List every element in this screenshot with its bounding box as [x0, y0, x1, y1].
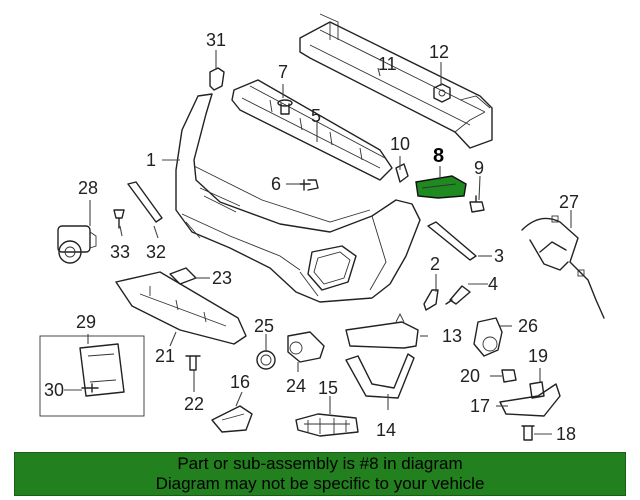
part-11-bumper-reinforcement[interactable] [299, 13, 493, 149]
part-8-bracket-highlighted[interactable] [415, 175, 467, 199]
part-5-energy-absorber[interactable] [231, 79, 393, 181]
callout-12: 12 [429, 42, 449, 62]
leader-lines [64, 50, 572, 435]
part-4-pin[interactable] [445, 285, 471, 305]
part-29-plate-group[interactable] [39, 335, 145, 417]
part-19-fastener[interactable] [529, 381, 545, 399]
part-20-nut[interactable] [501, 369, 517, 383]
part-6-screw[interactable] [299, 179, 319, 191]
callout-15: 15 [318, 378, 338, 398]
callout-30: 30 [44, 380, 64, 400]
callout-26: 26 [518, 316, 538, 336]
part-2-mount[interactable] [423, 289, 439, 311]
caption-line-2: Diagram may not be specific to your vehi… [155, 474, 485, 493]
callout-22: 22 [184, 394, 204, 414]
part-31-bracket[interactable] [209, 67, 225, 91]
part-16-lamp-bezel[interactable] [211, 405, 253, 433]
part-18-bolt[interactable] [521, 425, 535, 441]
part-23-bracket[interactable] [169, 267, 197, 285]
callout-23: 23 [212, 268, 232, 288]
callout-11: 11 [378, 54, 397, 74]
part-33-clip[interactable] [113, 209, 125, 229]
callout-14: 14 [376, 420, 396, 440]
part-21-undertray[interactable] [115, 271, 247, 345]
part-30-screw[interactable] [81, 383, 99, 393]
part-3-trim-strip[interactable] [427, 221, 477, 261]
callout-18: 18 [556, 424, 576, 444]
callout-6: 6 [271, 174, 281, 194]
part-14-shield[interactable] [345, 353, 415, 399]
callout-labels: 31 7 5 1 11 12 10 6 8 9 27 3 4 2 28 33 3… [44, 30, 579, 444]
callout-24: 24 [286, 376, 306, 396]
callout-2: 2 [430, 254, 440, 274]
callout-27: 27 [559, 192, 579, 212]
part-22-clip[interactable] [185, 355, 201, 371]
part-7-clip[interactable] [277, 99, 293, 115]
callout-32: 32 [146, 242, 166, 262]
callout-31: 31 [206, 30, 226, 50]
callout-1: 1 [146, 150, 156, 170]
caption-line-1: Part or sub-assembly is #8 in diagram [177, 454, 463, 473]
callout-16: 16 [230, 372, 250, 392]
part-32-strip[interactable] [127, 181, 163, 223]
callout-33: 33 [110, 242, 130, 262]
callout-8-highlighted: 8 [433, 145, 444, 167]
part-15-grille[interactable] [295, 413, 359, 437]
callout-20: 20 [460, 366, 480, 386]
callout-7: 7 [278, 62, 288, 82]
part-17-bracket[interactable] [499, 383, 561, 417]
callout-21: 21 [155, 346, 175, 366]
part-1-bumper-cover[interactable] [175, 93, 421, 303]
part-10-bracket[interactable] [395, 163, 409, 183]
part-28-camera[interactable] [57, 225, 97, 264]
callout-29: 29 [76, 312, 96, 332]
callout-28: 28 [78, 178, 98, 198]
part-24-sensor[interactable] [287, 331, 325, 363]
part-27-wiring-harness[interactable] [521, 215, 605, 319]
callout-13: 13 [442, 326, 462, 346]
part-26-sensor[interactable] [473, 317, 503, 357]
part-13-bracket[interactable] [345, 312, 419, 349]
part-9-bolt[interactable] [469, 195, 485, 213]
callout-10: 10 [390, 134, 410, 154]
callout-3: 3 [494, 246, 504, 266]
parts-diagram: 31 7 5 1 11 12 10 6 8 9 27 3 4 2 28 33 3… [39, 13, 605, 444]
part-25-ring[interactable] [256, 350, 276, 370]
callout-25: 25 [254, 316, 274, 336]
caption-bar: Part or sub-assembly is #8 in diagram Di… [14, 452, 626, 496]
part-12-nut[interactable] [433, 83, 451, 103]
part-8-shape [415, 175, 467, 199]
callout-17: 17 [470, 396, 490, 416]
callout-9: 9 [474, 158, 484, 178]
callout-5: 5 [311, 106, 321, 126]
callout-19: 19 [528, 346, 548, 366]
callout-4: 4 [488, 274, 498, 294]
